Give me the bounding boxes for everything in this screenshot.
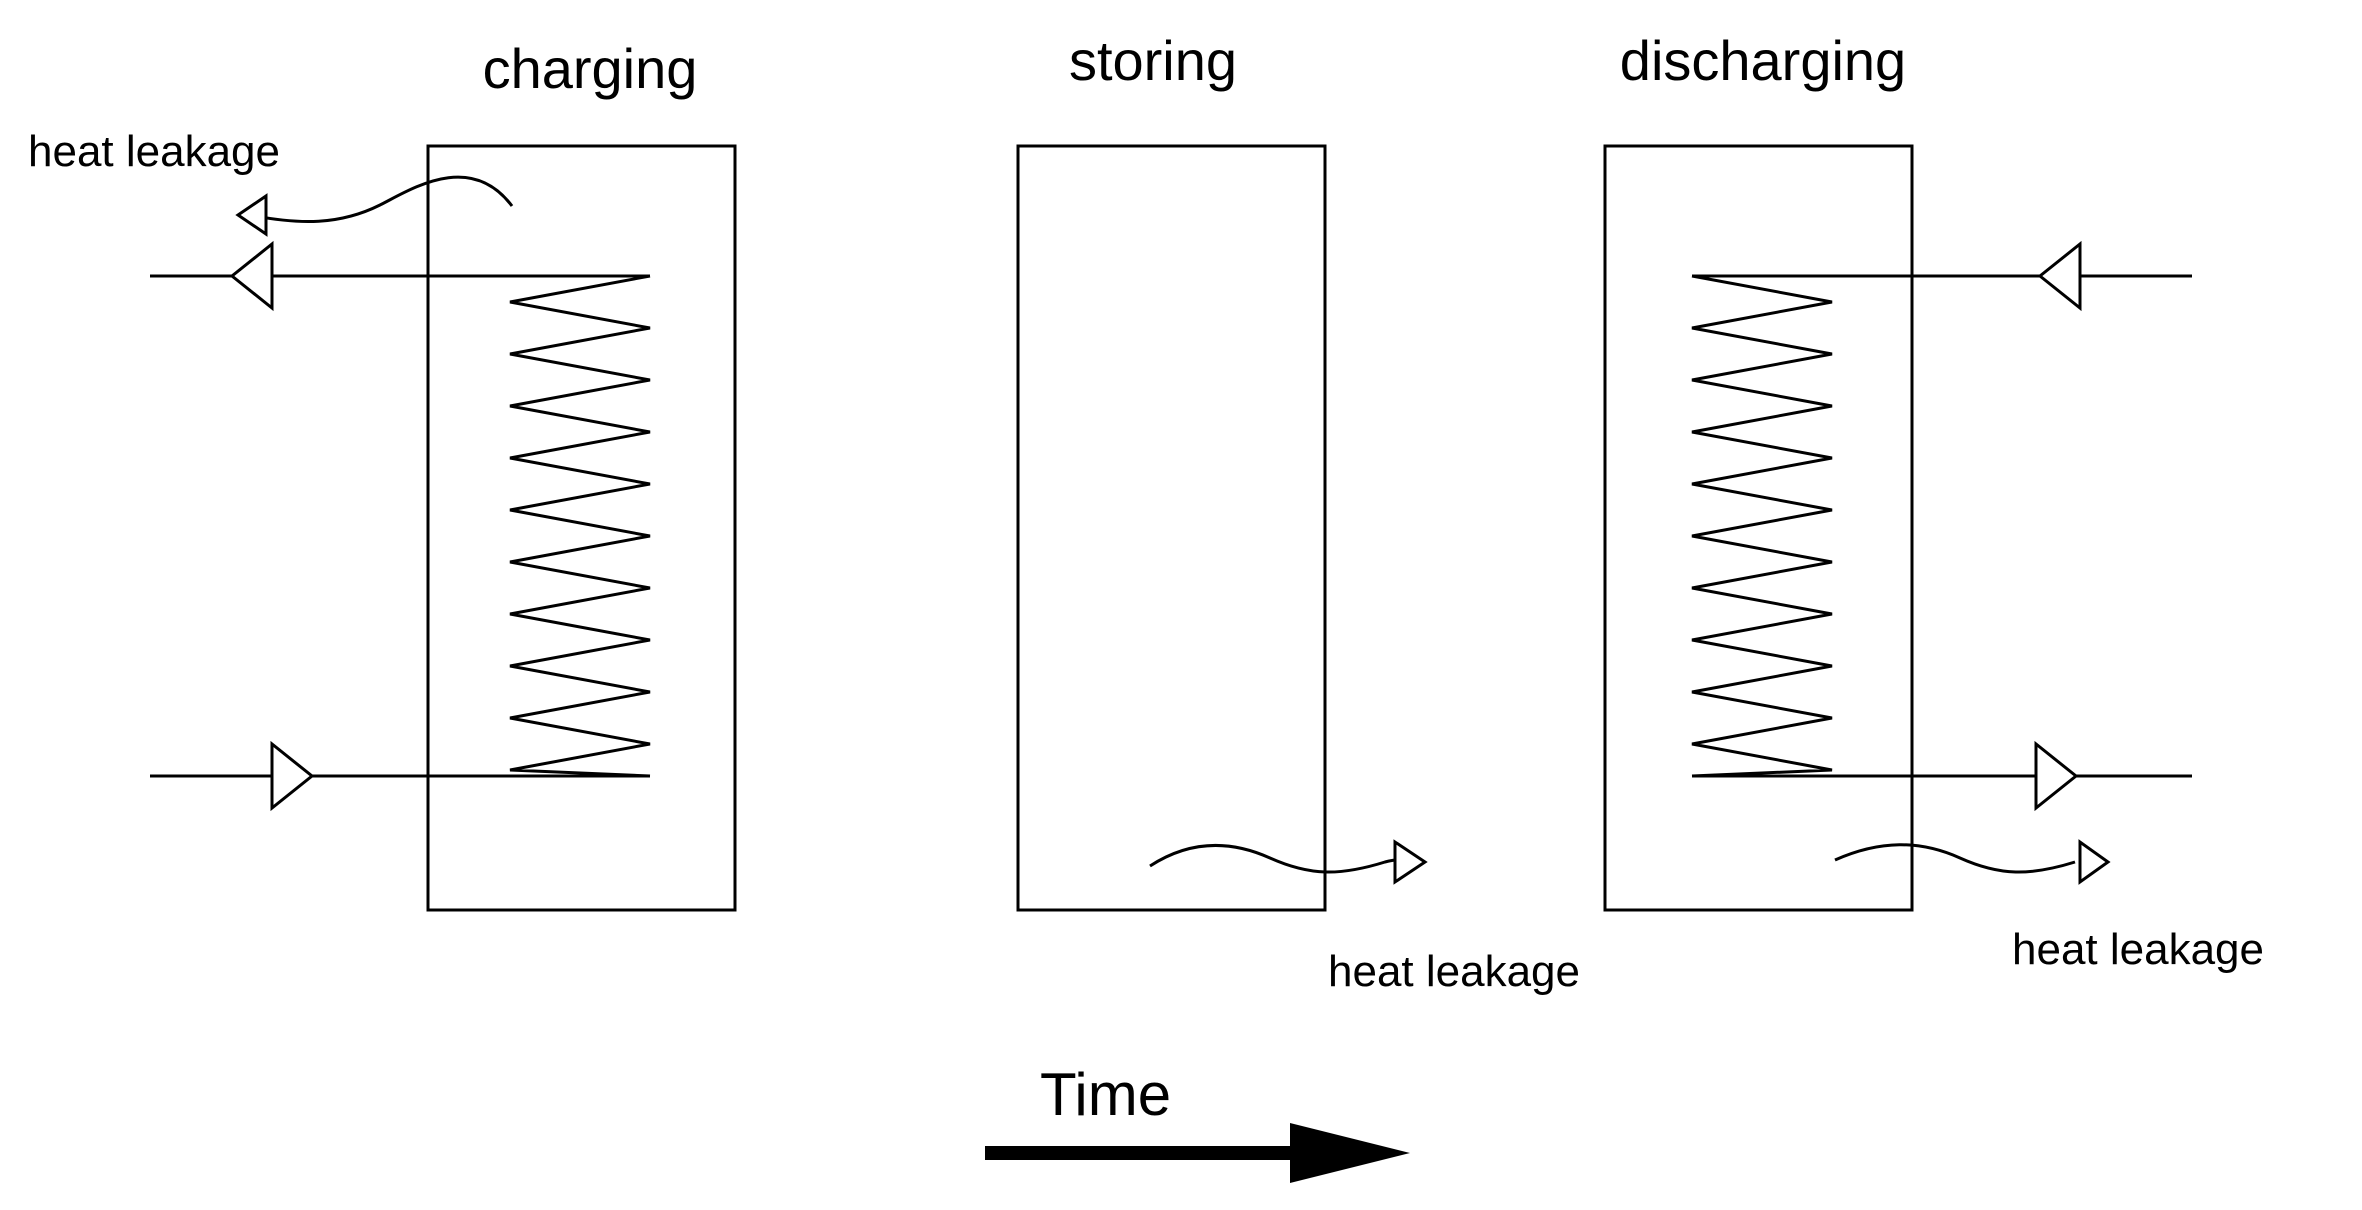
- heat-leakage-wave-charging: [249, 175, 514, 224]
- stage-discharging: discharging heat leakage: [1603, 29, 2264, 974]
- flow-arrow-out-discharging: [2034, 740, 2079, 812]
- heat-leakage-label-storing: heat leakage: [1328, 947, 1580, 996]
- heat-leakage-wave-discharging: [1834, 843, 2076, 874]
- stage-label-storing: storing: [1069, 29, 1237, 92]
- tank-storing: [1016, 144, 1327, 912]
- time-arrow-head: [1290, 1123, 1410, 1183]
- heat-leakage-wave-storing: [1149, 843, 1408, 874]
- stage-label-charging: charging: [483, 37, 698, 100]
- time-label: Time: [1040, 1061, 1171, 1128]
- flow-arrow-in-charging: [270, 740, 315, 812]
- flow-arrow-in-discharging: [2037, 240, 2082, 312]
- time-arrow-shaft: [985, 1146, 1295, 1160]
- heat-leakage-arrow-storing: [1393, 839, 1428, 885]
- flow-arrow-out-charging: [229, 240, 274, 312]
- tank-charging: [426, 144, 737, 912]
- stage-label-discharging: discharging: [1620, 29, 1906, 92]
- heat-leakage-arrow-charging: [235, 193, 268, 237]
- heat-exchanger-coil-discharging: [1691, 274, 1833, 778]
- heat-exchanger-coil-charging: [509, 274, 651, 778]
- stage-storing: storing heat leakage: [1016, 29, 1580, 996]
- tank-discharging: [1603, 144, 1914, 912]
- heat-leakage-label-charging: heat leakage: [28, 127, 280, 176]
- stage-charging: charging heat leakage: [28, 37, 737, 912]
- time-axis: Time: [985, 1061, 1410, 1183]
- heat-leakage-arrow-discharging: [2078, 839, 2111, 885]
- heat-leakage-label-discharging: heat leakage: [2012, 925, 2264, 974]
